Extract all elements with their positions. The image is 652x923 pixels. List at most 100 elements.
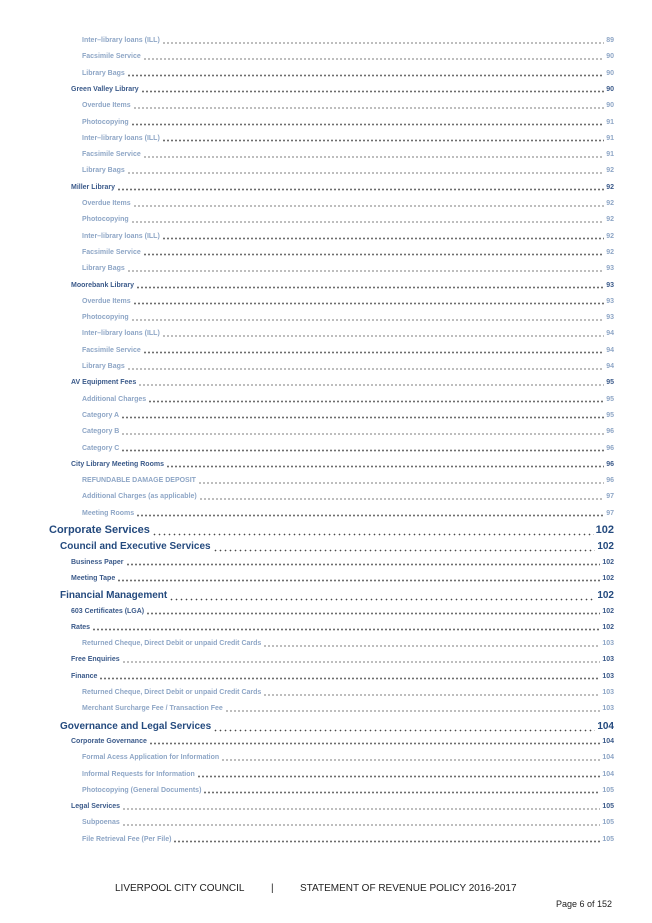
toc-dot-leader	[121, 818, 601, 827]
toc-entry-title: Subpoenas	[82, 819, 120, 827]
toc-entry-page: 96	[606, 428, 614, 436]
toc-entry-title: Meeting Rooms	[82, 509, 135, 517]
toc-dot-leader	[132, 296, 605, 305]
toc-dot-leader	[161, 133, 605, 142]
toc-entry-title: Library Bags	[82, 69, 125, 77]
toc-entry[interactable]: Returned Cheque, Direct Debit or unpaid …	[82, 688, 614, 696]
toc-entry[interactable]: Inter–library loans (ILL)91	[82, 133, 614, 142]
toc-entry-title: City Library Meeting Rooms	[71, 460, 164, 468]
toc-entry-title: Facsimile Service	[82, 53, 141, 61]
toc-entry-title: Legal Services	[71, 803, 121, 811]
toc-entry[interactable]: Photocopying (General Documents)105	[82, 785, 614, 794]
toc-entry-page: 102	[602, 574, 614, 582]
toc-entry-title: Merchant Surcharge Fee / Transaction Fee	[82, 705, 223, 713]
toc-dot-leader	[161, 36, 605, 44]
toc-entry-page: 105	[602, 803, 614, 811]
toc-dot-leader	[212, 542, 596, 553]
toc-entry[interactable]: 603 Certificates (LGA)102	[71, 606, 614, 615]
toc-entry-title: Returned Cheque, Direct Debit or unpaid …	[82, 689, 262, 696]
toc-entry[interactable]: Library Bags 93	[82, 264, 614, 273]
toc-entry-title: Facsimile Service	[82, 248, 141, 256]
toc-entry-title: Council and Executive Services	[60, 541, 211, 553]
toc-dot-leader	[263, 639, 601, 648]
toc-entry-title: Library Bags	[82, 167, 125, 175]
toc-entry[interactable]: File Retrieval Fee (Per File)105	[82, 834, 614, 843]
toc-entry-page: 102	[602, 623, 614, 631]
toc-entry-title: Library Bags	[82, 265, 125, 273]
toc-entry-title: Finance	[71, 672, 98, 680]
toc-entry-page: 91	[606, 118, 614, 126]
toc-dot-leader	[263, 688, 601, 696]
toc-entry[interactable]: Facsimile Service 91	[82, 150, 614, 159]
toc-entry[interactable]: Inter–library loans (ILL)89	[82, 36, 614, 44]
toc-entry-title: Facsimile Service	[82, 151, 141, 159]
toc-entry-page: 91	[606, 134, 614, 142]
toc-dot-leader	[92, 622, 601, 631]
toc-entry-title: Inter–library loans (ILL)	[82, 232, 160, 240]
toc-dot-leader	[196, 769, 601, 778]
toc-entry[interactable]: Legal Services 105	[71, 802, 614, 811]
toc-entry[interactable]: Inter–library loans (ILL)94	[82, 329, 614, 338]
toc-entry-title: Library Bags	[82, 363, 125, 370]
toc-dot-leader	[165, 459, 605, 468]
toc-entry[interactable]: Formal Acess Application for Information…	[82, 753, 614, 762]
toc-entry-page: 105	[602, 835, 614, 843]
toc-entry-title: 603 Certificates (LGA)	[71, 607, 145, 615]
toc-entry-page: 93	[606, 265, 614, 273]
toc-entry[interactable]: Inter–library loans (ILL)92	[82, 231, 614, 240]
toc-dot-leader	[138, 378, 605, 387]
toc-entry-page: 93	[606, 281, 614, 289]
toc-dot-leader	[148, 394, 605, 403]
toc-dot-leader	[126, 264, 605, 273]
toc-entry[interactable]: Returned Cheque, Direct Debit or unpaid …	[82, 639, 614, 648]
toc-entry-title: Photocopying (General Documents)	[82, 786, 202, 794]
toc-entry[interactable]: Library Bags 92	[82, 166, 614, 175]
toc-entry-page: 94	[606, 363, 614, 370]
toc-entry[interactable]: Additional Charges (as applicable)97	[82, 492, 614, 501]
toc-entry[interactable]: Merchant Surcharge Fee / Transaction Fee…	[82, 704, 614, 713]
toc-dot-leader	[161, 231, 605, 240]
toc-entry-page: 92	[606, 167, 614, 175]
toc-entry-page: 91	[606, 151, 614, 159]
toc-entry-page: 103	[602, 640, 614, 648]
toc-entry-page: 95	[606, 395, 614, 403]
footer-organization: LIVERPOOL CITY COUNCIL	[115, 883, 245, 894]
toc-dot-leader	[99, 671, 601, 680]
toc-entry[interactable]: Library Bags 94	[82, 362, 614, 370]
toc-dot-leader	[142, 150, 605, 159]
toc-entry-page: 104	[602, 737, 614, 745]
